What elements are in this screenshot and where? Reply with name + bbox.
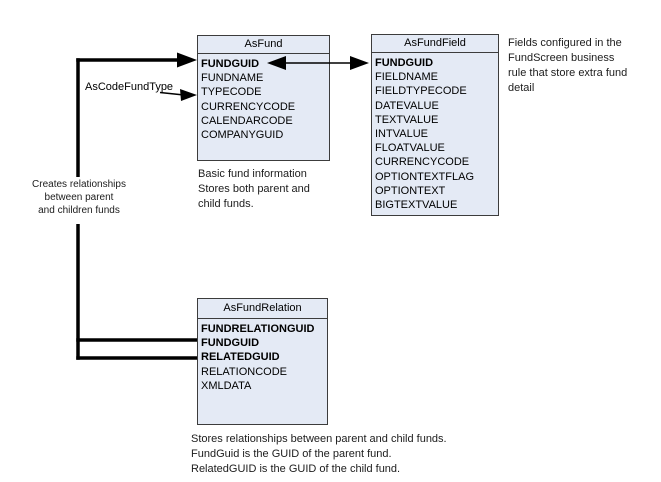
field-row: FUNDRELATIONGUID <box>201 323 315 335</box>
field-row: BIGTEXTVALUE <box>375 199 458 212</box>
field-row: TYPECODE <box>201 86 262 99</box>
field-row: DATEVALUE <box>375 99 439 112</box>
table-asfund: AsFund FUNDGUID FUNDNAME TYPECODE CURREN… <box>197 35 330 161</box>
field-row: FUNDGUID <box>201 58 260 70</box>
field-row: FUNDNAME <box>201 72 264 85</box>
field-row: FIELDNAME <box>375 71 438 84</box>
field-row: FIELDTYPECODE <box>375 85 467 98</box>
field-row: RELATIONCODE <box>201 365 287 378</box>
table-asfund-title: AsFund <box>198 36 329 54</box>
table-asfundrelation-title: AsFundRelation <box>198 299 327 319</box>
field-row: FLOATVALUE <box>375 142 445 155</box>
field-row: RELATEDGUID <box>201 351 280 364</box>
table-asfundrelation-fields: FUNDRELATIONGUID FUNDGUID RELATEDGUID RE… <box>198 319 327 393</box>
field-row: CALENDARCODE <box>201 114 293 127</box>
field-row: XMLDATA <box>201 379 252 392</box>
field-row: FUNDGUID <box>201 337 260 350</box>
field-row: INTVALUE <box>375 128 428 141</box>
field-row: OPTIONTEXT <box>375 184 446 197</box>
field-row: CURRENCYCODE <box>201 100 296 113</box>
table-asfundfield: AsFundField FUNDGUID FIELDNAME FIELDTYPE… <box>371 34 499 216</box>
field-row: OPTIONTEXTFLAG <box>375 170 475 183</box>
table-asfund-fields: FUNDGUID FUNDNAME TYPECODE CURRENCYCODE … <box>198 54 329 142</box>
table-asfundfield-title: AsFundField <box>372 35 498 53</box>
field-row: FUNDGUID <box>375 57 434 69</box>
table-asfundfield-fields: FUNDGUID FIELDNAME FIELDTYPECODE DATEVAL… <box>372 53 498 212</box>
field-row: COMPANYGUID <box>201 129 284 142</box>
table-asfundrelation: AsFundRelation FUNDRELATIONGUID FUNDGUID… <box>197 298 328 425</box>
field-row: TEXTVALUE <box>375 113 439 126</box>
field-row: CURRENCYCODE <box>375 156 470 169</box>
